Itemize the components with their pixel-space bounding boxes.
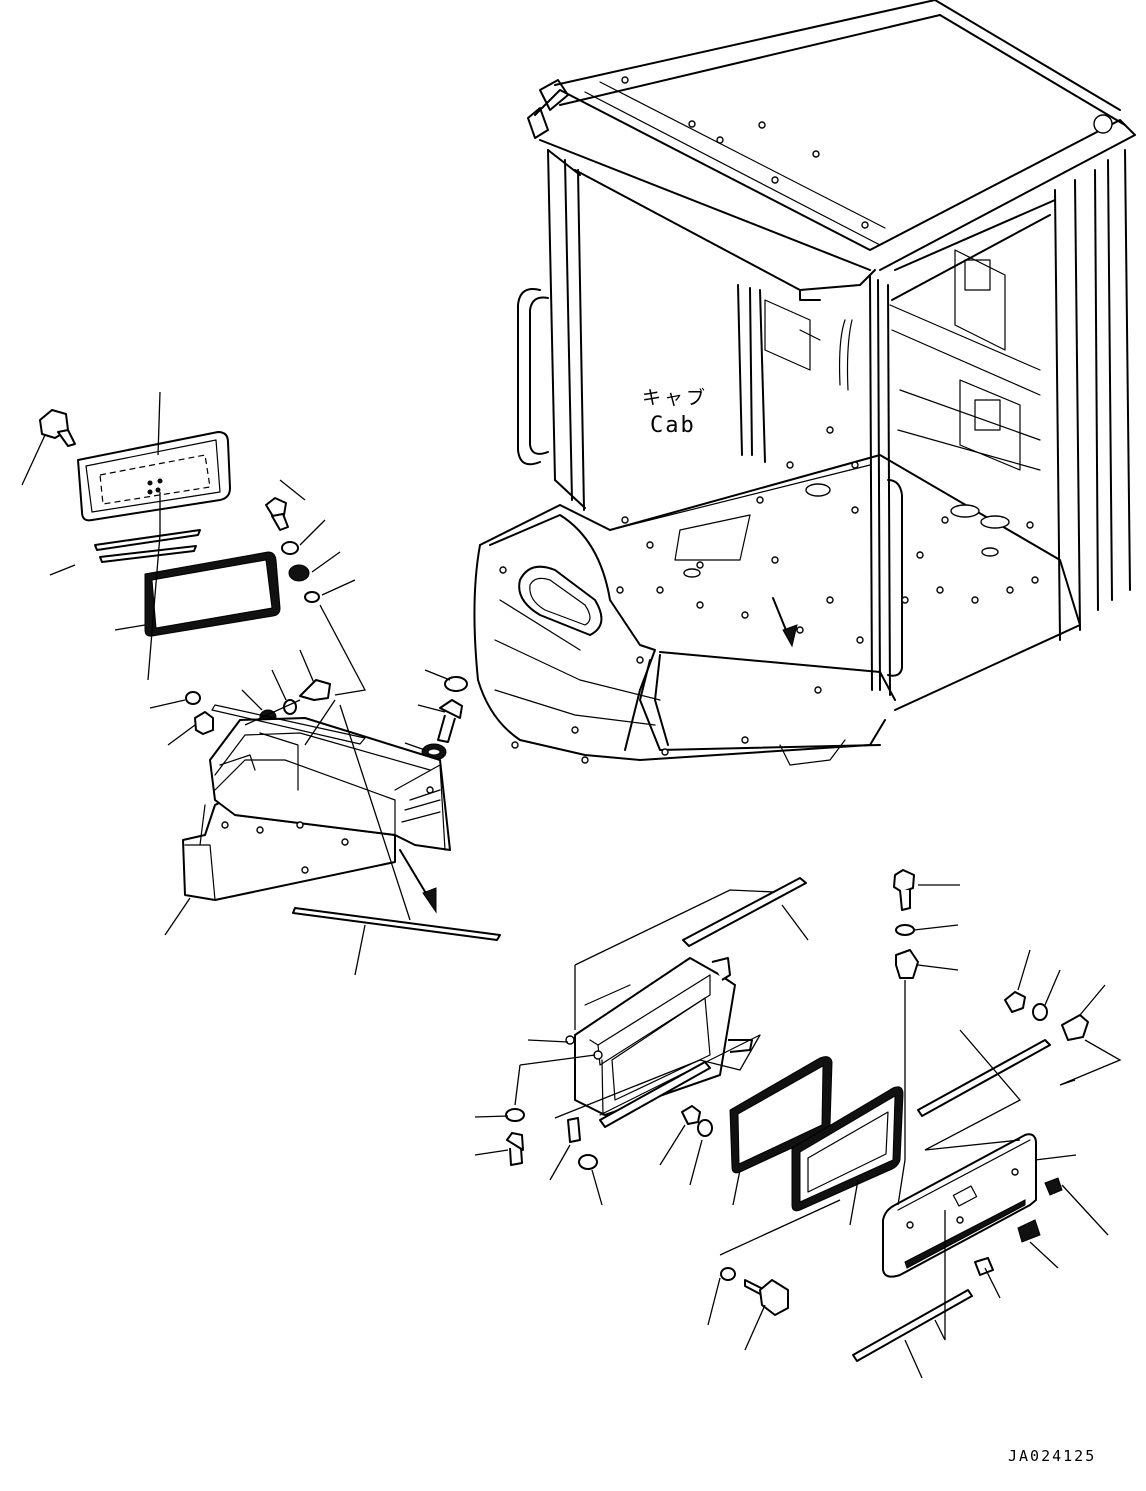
rear-filter-group [21, 391, 501, 976]
filter-element-left [144, 551, 281, 637]
cab-label-english: Cab [650, 413, 696, 438]
leaders-right [474, 884, 1122, 1379]
filter-element-right-1 [729, 1056, 833, 1174]
cab-label-japanese: キャブ [642, 386, 708, 409]
filter-element-right-2 [791, 1086, 904, 1212]
front-filter-group [474, 869, 1122, 1379]
bolt-right-top [893, 869, 915, 911]
front-cover-panel [882, 1133, 1037, 1278]
filter-cover [77, 431, 231, 522]
floor-bolt-holes [616, 426, 1039, 644]
knob-right [744, 1279, 789, 1316]
drawing-code: JA024125 [1008, 1447, 1096, 1465]
filter-box-housing [565, 957, 761, 1128]
cab-assembly [473, 0, 1136, 766]
air-duct-housing [182, 704, 451, 901]
bolt-right-low [506, 1132, 524, 1166]
knob-left [39, 409, 76, 447]
bolt-left-top [265, 497, 289, 531]
leaders-left [21, 391, 451, 976]
